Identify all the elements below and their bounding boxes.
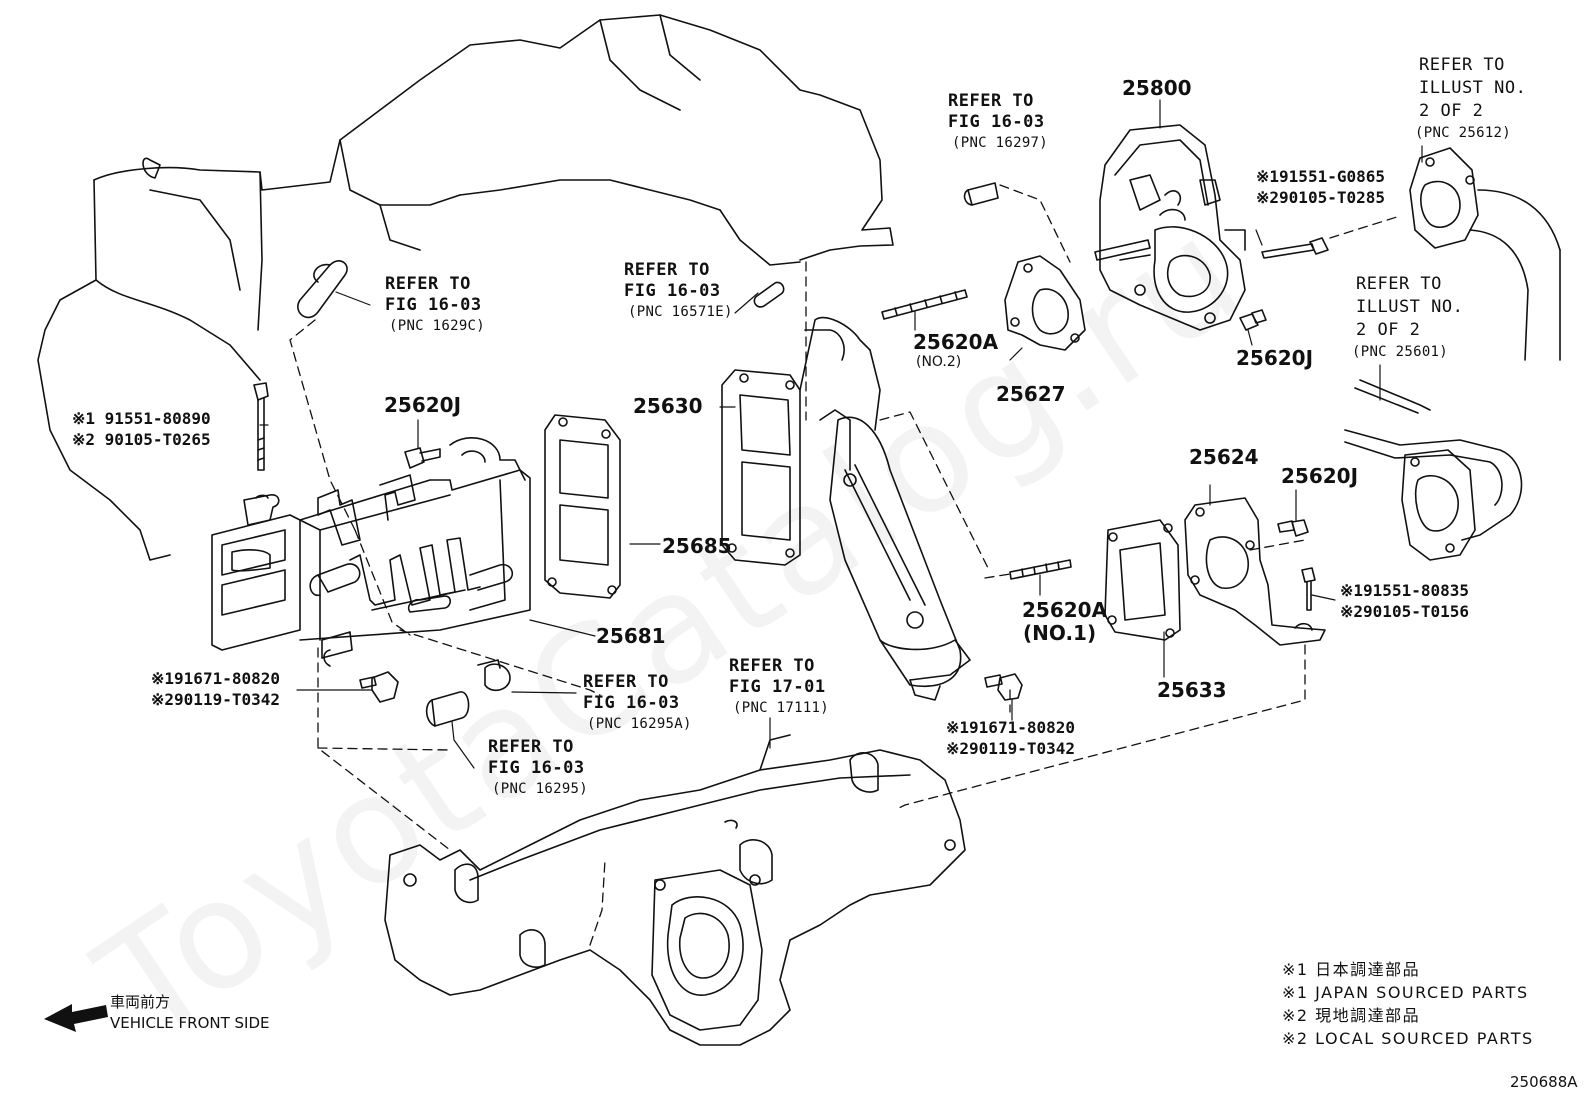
ref-16571e-line1: REFER TO xyxy=(624,260,710,280)
studs xyxy=(881,289,1072,580)
ref-16297-pnc: (PNC 16297) xyxy=(952,135,1049,151)
ref-16571e-line2[interactable]: FIG 16-03 xyxy=(624,281,721,301)
bolt-callout-3-line1[interactable]: ※191551-G0865 xyxy=(1256,167,1385,186)
illustration-code: 250688A xyxy=(1510,1073,1578,1091)
ref-16571e-pnc: (PNC 16571E) xyxy=(628,304,733,320)
ref-25612-line1: REFER TO xyxy=(1419,55,1505,75)
pipe-stubs xyxy=(297,182,999,319)
ref-25601-line2[interactable]: ILLUST NO. xyxy=(1356,297,1464,317)
vehicle-front-en: VEHICLE FRONT SIDE xyxy=(110,1014,270,1032)
ref-17111-line1: REFER TO xyxy=(729,656,815,676)
part-25633-label[interactable]: 25633 xyxy=(1157,678,1227,702)
ref-16295a-line2[interactable]: FIG 16-03 xyxy=(583,693,680,713)
part-25620j-right-label[interactable]: 25620J xyxy=(1281,464,1359,488)
bolt-callout-4-line2[interactable]: ※290105-T0156 xyxy=(1340,602,1469,621)
part-25620a-no1-sub: (NO.1) xyxy=(1023,621,1097,645)
engine-outline xyxy=(37,14,894,561)
egr-pipes-right xyxy=(1344,147,1561,561)
ref-16295a-pnc: (PNC 16295A) xyxy=(587,716,692,732)
ref-17111-line2[interactable]: FIG 17-01 xyxy=(729,677,826,697)
bolt-callout-5-line2[interactable]: ※290119-T0342 xyxy=(946,739,1075,758)
part-25624-label[interactable]: 25624 xyxy=(1189,445,1259,469)
part-25681-label[interactable]: 25681 xyxy=(596,624,666,648)
ref-16295a-line1: REFER TO xyxy=(583,672,669,692)
egr-cooler xyxy=(211,436,531,667)
plate-25624 xyxy=(1184,497,1326,646)
ref-25612-line2[interactable]: ILLUST NO. xyxy=(1419,78,1527,98)
ref-16295-pnc: (PNC 16295) xyxy=(492,781,589,797)
dashed-leader-lines xyxy=(289,184,1401,946)
part-25685-label[interactable]: 25685 xyxy=(662,534,732,558)
legend-local-sourced-en: ※2 LOCAL SOURCED PARTS xyxy=(1282,1029,1534,1048)
part-25620a-no2-label[interactable]: 25620A xyxy=(913,330,999,354)
gasket-25633 xyxy=(1104,519,1181,641)
ref-16295-line1: REFER TO xyxy=(488,737,574,757)
bolt-callout-2-line2[interactable]: ※290119-T0342 xyxy=(151,690,280,709)
part-25620j-top-label[interactable]: 25620J xyxy=(1236,346,1314,370)
ref-25601-line3: 2 OF 2 xyxy=(1356,320,1421,340)
ref-25612-line3: 2 OF 2 xyxy=(1419,101,1484,121)
legend-local-sourced-jp: ※2 現地調達部品 xyxy=(1282,1006,1421,1025)
solid-leader-lines xyxy=(259,99,1423,769)
part-25630-label[interactable]: 25630 xyxy=(633,394,703,418)
ref-16297-line2[interactable]: FIG 16-03 xyxy=(948,112,1045,132)
bolt-callout-3-line2[interactable]: ※290105-T0285 xyxy=(1256,188,1385,207)
ref-16297-line1: REFER TO xyxy=(948,91,1034,111)
ref-16295-line2[interactable]: FIG 16-03 xyxy=(488,758,585,778)
part-25620j-left-label[interactable]: 25620J xyxy=(384,393,462,417)
legend-japan-sourced-jp: ※1 日本調達部品 xyxy=(1282,960,1421,979)
egr-valve-housing xyxy=(721,316,971,701)
front-arrow-icon xyxy=(44,1004,108,1032)
ref-25601-pnc: (PNC 25601) xyxy=(1352,344,1449,360)
ref-25612-pnc: (PNC 25612) xyxy=(1415,125,1512,141)
intake-manifold xyxy=(384,734,966,1046)
part-25800-label[interactable]: 25800 xyxy=(1122,76,1192,100)
bolt-callout-1-line1[interactable]: ※1 91551-80890 xyxy=(72,409,211,428)
ref-1629c-pnc: (PNC 1629C) xyxy=(389,318,486,334)
gasket-25627 xyxy=(1004,255,1086,351)
bolt-callout-4-line1[interactable]: ※191551-80835 xyxy=(1340,581,1469,600)
ref-1629c-line2[interactable]: FIG 16-03 xyxy=(385,295,482,315)
bolt-callout-2-line1[interactable]: ※191671-80820 xyxy=(151,669,280,688)
gasket-25685 xyxy=(544,414,621,599)
egr-valve-25800 xyxy=(1094,124,1246,331)
part-25627-label[interactable]: 25627 xyxy=(996,382,1066,406)
part-25620a-no1-label[interactable]: 25620A xyxy=(1022,598,1108,622)
ref-17111-pnc: (PNC 17111) xyxy=(733,700,830,716)
ref-1629c-line1: REFER TO xyxy=(385,274,471,294)
ref-25601-line1: REFER TO xyxy=(1356,274,1442,294)
legend-japan-sourced-en: ※1 JAPAN SOURCED PARTS xyxy=(1282,983,1529,1002)
bolt-callout-1-line2[interactable]: ※2 90105-T0265 xyxy=(72,430,211,449)
part-25620a-no2-sub: (NO.2) xyxy=(916,354,962,370)
bolt-callout-5-line1[interactable]: ※191671-80820 xyxy=(946,718,1075,737)
vehicle-front-jp: 車両前方 xyxy=(110,993,171,1011)
